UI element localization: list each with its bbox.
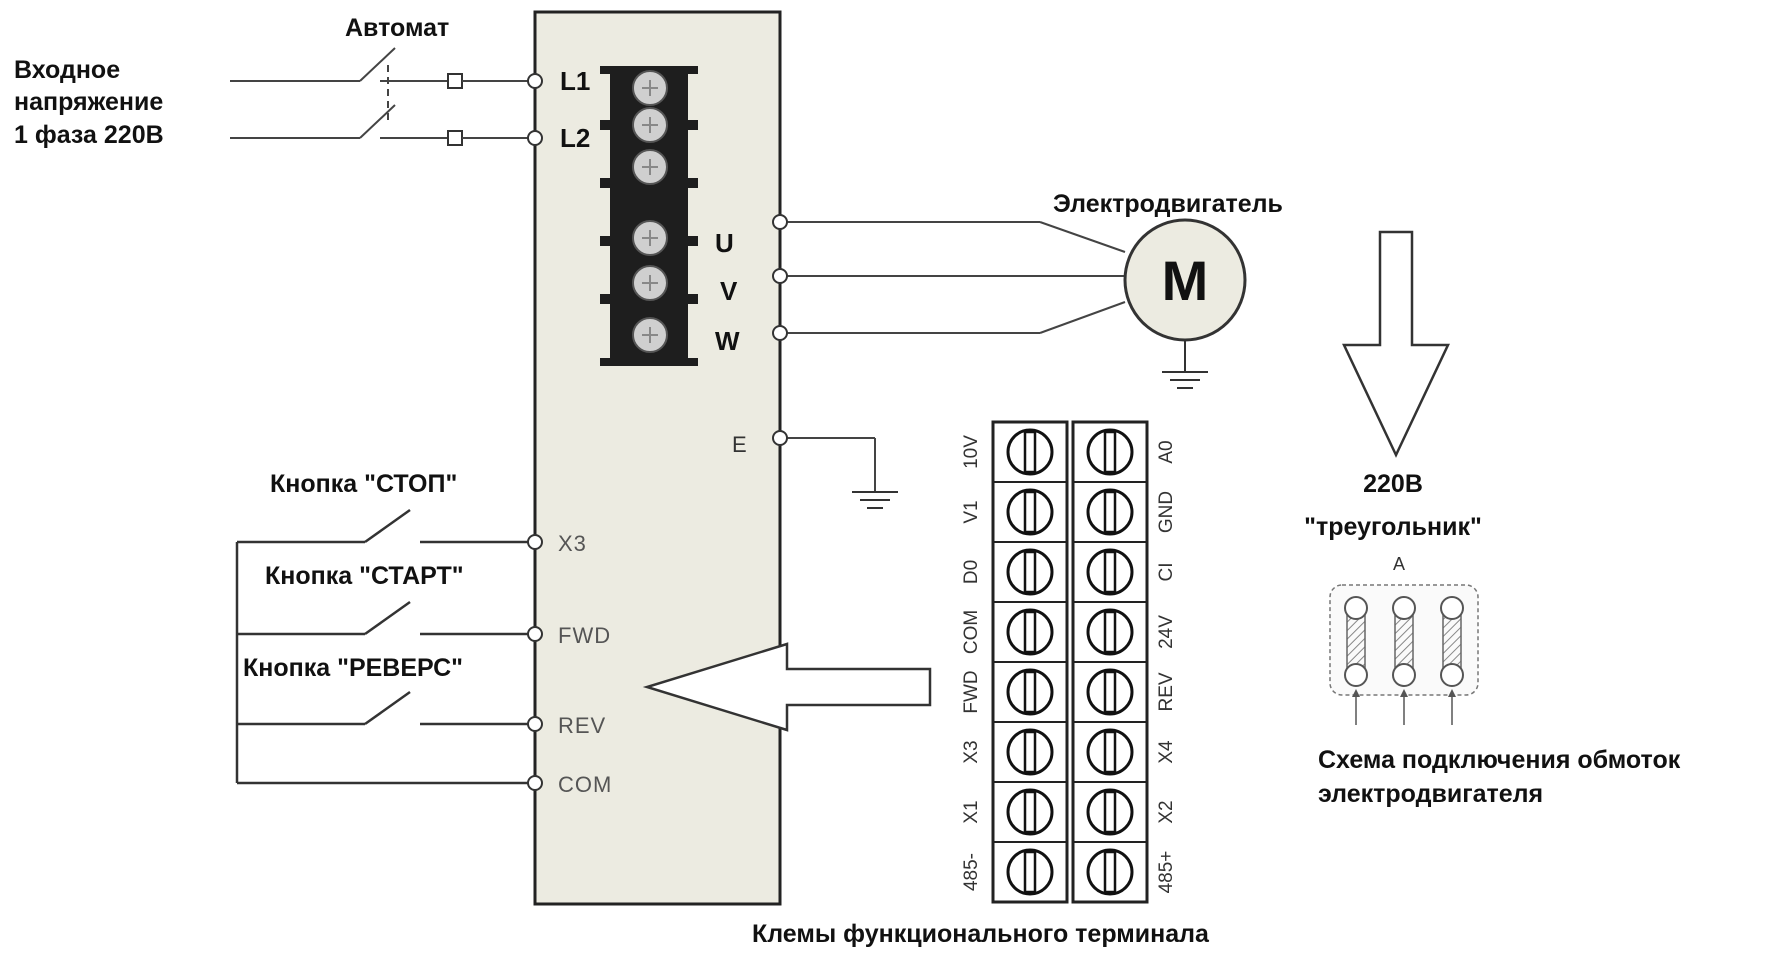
terminal-l2-dot <box>527 130 543 146</box>
control-wires <box>235 508 528 785</box>
input-voltage-line1: Входное <box>14 56 120 84</box>
terminal-screw <box>1086 428 1134 476</box>
terminal-screw <box>993 481 1067 536</box>
terminal-screw <box>1073 481 1147 536</box>
terminal-block-label: FWD <box>961 670 982 713</box>
voltage-label: 220В <box>1363 470 1423 498</box>
terminal-block-label: CI <box>1156 563 1177 582</box>
terminal-v-label: V <box>720 276 738 306</box>
terminal-com-dot <box>527 775 543 791</box>
terminal-block-label: 10V <box>961 435 982 469</box>
terminal-fwd-dot <box>527 626 543 642</box>
motor-wires <box>780 221 1126 492</box>
terminal-block-label: X4 <box>1156 740 1177 764</box>
terminal-screw <box>993 841 1067 896</box>
terminal-block-label: X2 <box>1156 800 1177 823</box>
terminal-block-label: 24V <box>1156 615 1177 649</box>
terminal-screw <box>1073 601 1147 656</box>
terminal-screw <box>1073 721 1147 776</box>
winding-letter: A <box>1393 554 1405 574</box>
terminal-e-label: E <box>732 432 747 457</box>
terminal-block-label: X3 <box>961 740 982 763</box>
terminal-block-label: 485+ <box>1156 851 1177 894</box>
terminal-block-caption: Клемы функционального терминала <box>752 920 1210 948</box>
winding-caption-line1: Схема подключения обмоток <box>1318 746 1681 774</box>
terminal-u-label: U <box>715 228 734 258</box>
terminal-screw <box>993 601 1067 656</box>
terminal-screw <box>993 541 1067 596</box>
terminal-screw <box>1073 661 1147 716</box>
ground-icon <box>852 491 898 509</box>
terminal-block-label: D0 <box>961 560 982 584</box>
terminal-screw <box>1006 428 1054 476</box>
down-arrow-icon <box>1342 230 1450 458</box>
terminal-x3-dot <box>527 534 543 550</box>
terminal-screw <box>1073 841 1147 896</box>
terminal-x3-label: X3 <box>558 531 587 556</box>
terminal-fwd-label: FWD <box>558 623 611 648</box>
terminal-l2-label: L2 <box>560 123 590 153</box>
terminal-screw <box>993 661 1067 716</box>
terminal-u-dot <box>772 214 788 230</box>
terminal-w-label: W <box>715 326 740 356</box>
terminal-block-label: V1 <box>961 500 982 523</box>
input-voltage-line2: напряжение <box>14 88 163 116</box>
terminal-block-label: REV <box>1156 672 1177 711</box>
motor-label: Электродвигатель <box>1053 190 1283 218</box>
breaker-switch <box>230 47 528 146</box>
input-voltage-line3: 1 фаза 220В <box>14 121 164 149</box>
terminal-rev-label: REV <box>558 713 606 738</box>
terminal-block-label: 485- <box>961 853 982 891</box>
reverse-button-label: Кнопка "РЕВЕРС" <box>243 654 463 682</box>
motor-symbol: M <box>1162 249 1209 312</box>
left-arrow-icon <box>642 642 932 732</box>
terminal-block-label: COM <box>961 610 982 654</box>
terminal-v-dot <box>772 268 788 284</box>
terminal-screws <box>993 428 1147 896</box>
terminal-w-dot <box>772 325 788 341</box>
automat-label: Автомат <box>345 14 449 42</box>
winding-caption-line2: электродвигателя <box>1318 780 1543 808</box>
terminal-screw <box>1073 781 1147 836</box>
terminal-block-label: X1 <box>961 800 982 823</box>
terminal-screw <box>993 721 1067 776</box>
terminal-e-dot <box>772 430 788 446</box>
start-button-label: Кнопка "СТАРТ" <box>265 562 464 590</box>
connection-type-label: "треугольник" <box>1304 513 1482 541</box>
motor-ground-icon <box>1162 340 1208 389</box>
winding-diagram-icon <box>1329 584 1479 725</box>
terminal-com-label: COM <box>558 772 612 797</box>
terminal-rev-dot <box>527 716 543 732</box>
terminal-block-label: A0 <box>1156 440 1177 463</box>
power-screws <box>632 70 668 353</box>
terminal-block-label: GND <box>1156 491 1177 533</box>
stop-button-label: Кнопка "СТОП" <box>270 470 457 498</box>
terminal-l1-dot <box>527 73 543 89</box>
terminal-screw <box>993 781 1067 836</box>
terminal-l1-label: L1 <box>560 66 590 96</box>
terminal-screw <box>1073 541 1147 596</box>
